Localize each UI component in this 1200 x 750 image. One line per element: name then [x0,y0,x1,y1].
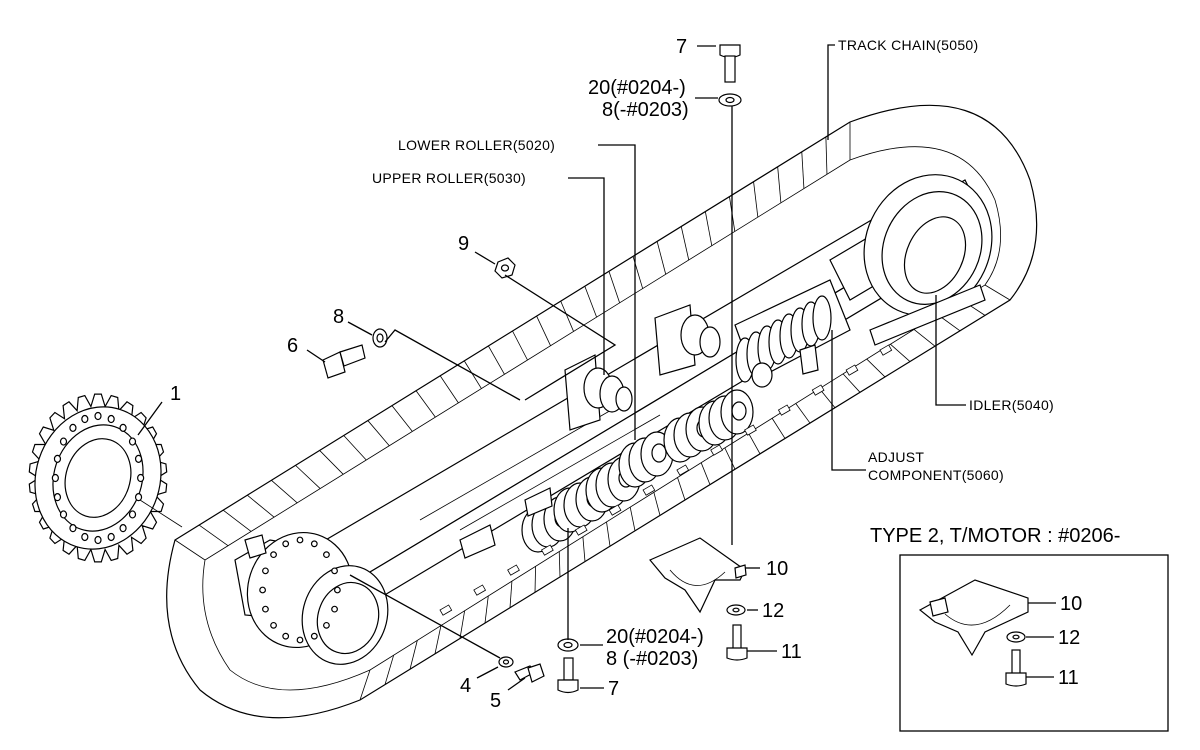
callout-7-bottom: 7 [608,678,619,700]
callout-7-top: 7 [676,36,687,58]
callout-6: 6 [287,335,298,357]
inset-type2: TYPE 2, T/MOTOR : #0206- 10 12 11 [870,525,1169,732]
callout-20-top-b: 8(-#0203) [602,99,689,121]
label-lower-roller: LOWER ROLLER(5020) [398,137,555,153]
track-guards [439,344,893,616]
label-adjust-2: COMPONENT(5060) [868,467,1004,483]
callout-11: 11 [781,641,802,663]
callout-5: 5 [490,690,501,712]
sprocket [28,393,183,563]
guard-10 [649,537,748,661]
label-upper-roller: UPPER ROLLER(5030) [372,170,526,186]
callout-20-bottom-a: 20(#0204-) [606,626,704,648]
label-track-chain: TRACK CHAIN(5050) [838,37,978,53]
callout-10: 10 [766,558,788,580]
upper-roller-2 [654,304,721,376]
label-idler: IDLER(5040) [969,397,1054,413]
inset-callout-11: 11 [1058,667,1079,689]
inset-callout-12: 12 [1058,627,1080,649]
travel-motor [234,531,389,665]
leader-lines [137,44,966,691]
callout-20-top-a: 20(#0204-) [588,77,686,99]
callout-20-bottom-b: 8 (-#0203) [606,648,698,670]
bolt-5-set [498,656,545,683]
callout-8: 8 [333,306,344,328]
part-labels: TRACK CHAIN(5050) LOWER ROLLER(5020) UPP… [372,37,1054,483]
bolt-7-bottom [557,638,579,694]
callout-numbers: 1 4 5 6 7 7 8 9 10 11 12 20(#0204-) 8(-#… [170,36,802,712]
adjust-component [734,279,851,388]
bolt-7-top [718,44,742,107]
callout-4: 4 [460,675,471,697]
inset-title: TYPE 2, T/MOTOR : #0206- [870,525,1120,547]
callout-9: 9 [458,233,469,255]
callout-12: 12 [762,600,784,622]
lower-rollers [521,389,754,553]
callout-1: 1 [170,383,181,405]
bolt-6-set [322,257,516,379]
label-adjust-1: ADJUST [868,449,924,465]
inset-callout-10: 10 [1060,593,1082,615]
idler [829,174,993,346]
upper-roller [564,354,633,431]
